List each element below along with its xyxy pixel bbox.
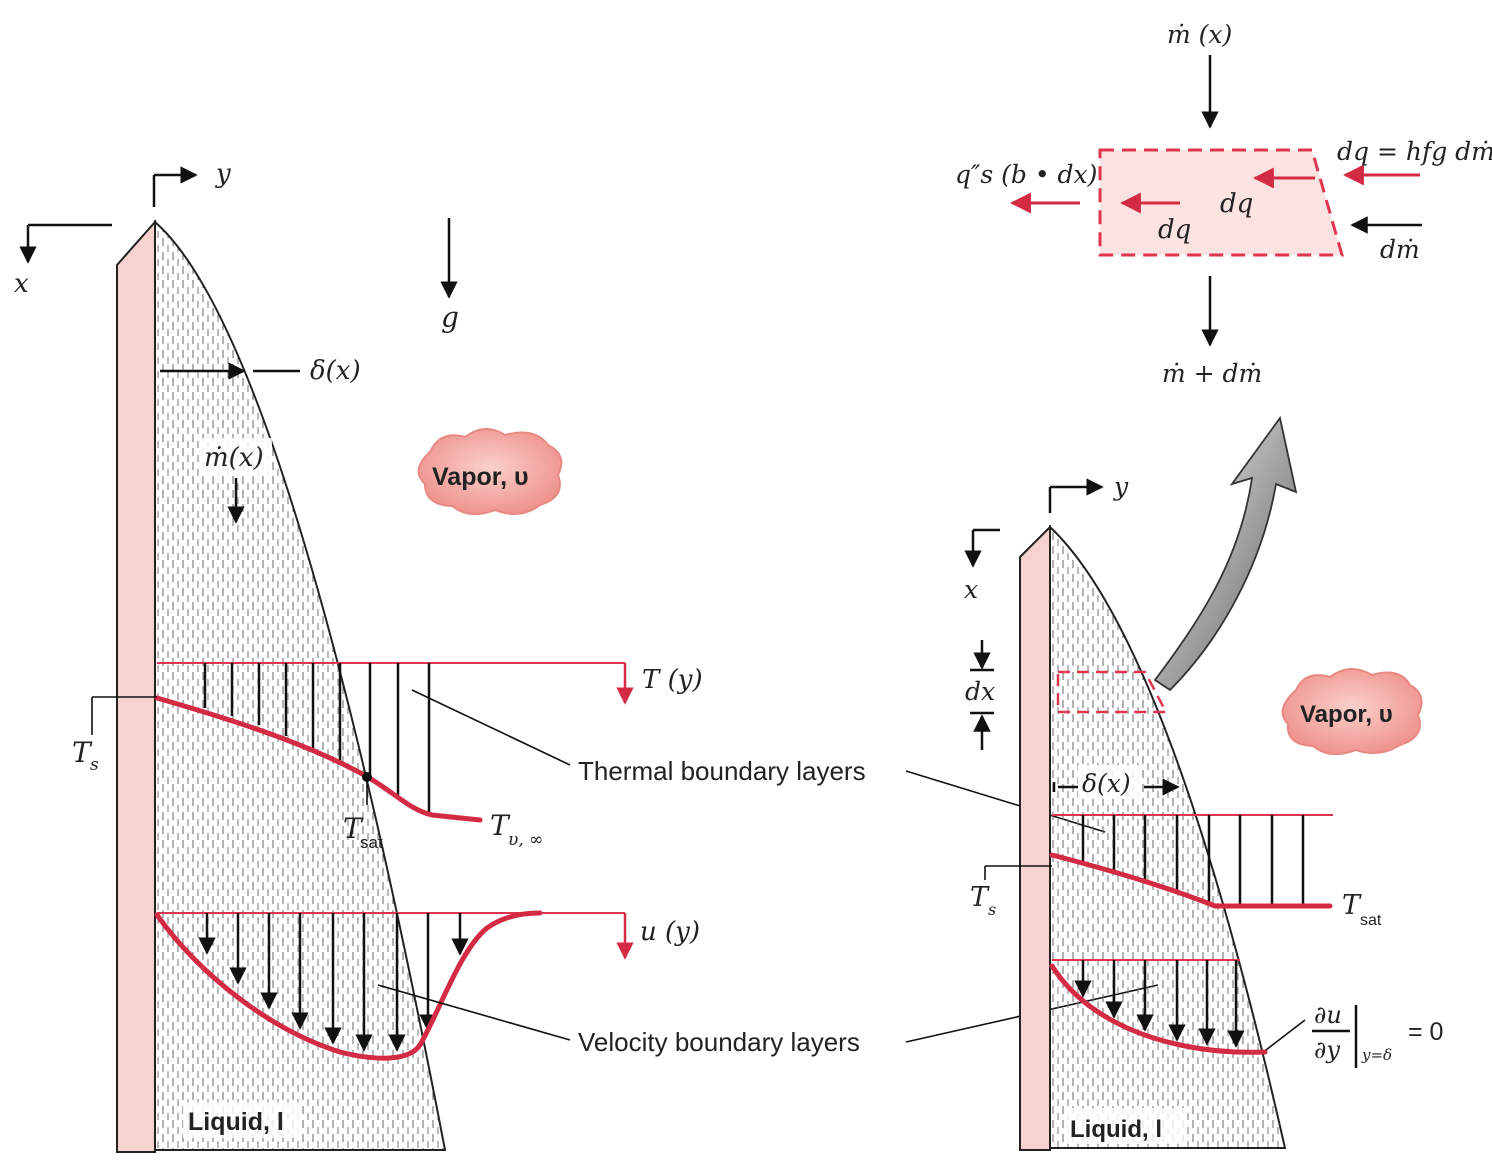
svg-text:s: s xyxy=(90,755,99,775)
cv-element xyxy=(1098,148,1344,257)
svg-text:sat: sat xyxy=(360,833,383,852)
velocity-boundary-label: Velocity boundary layers xyxy=(578,1027,860,1057)
left-velocity-arrows xyxy=(198,913,469,1052)
left-panel: y x g δ(x) ṁ(x) Vapor, υ T (y) xyxy=(14,159,703,1153)
right-liquid-film xyxy=(1049,524,1287,1149)
svg-text:= 0: = 0 xyxy=(1408,1018,1443,1046)
center-labels: Thermal boundary layers Velocity boundar… xyxy=(377,689,1159,1057)
right-delta-label: δ(x) xyxy=(1082,769,1131,798)
left-velocity-profile-curve xyxy=(154,910,543,1061)
left-surface-temp-label: T xyxy=(72,736,93,769)
right-dx-dimension-icon xyxy=(970,640,994,750)
thermal-boundary-label: Thermal boundary layers xyxy=(578,756,866,786)
right-cv-outline xyxy=(1056,670,1169,714)
right-vapor-label: Vapor, υ xyxy=(1300,701,1393,728)
svg-text:υ, ∞: υ, ∞ xyxy=(508,830,543,850)
svg-text:∂u: ∂u xyxy=(1314,1001,1342,1029)
left-liquid-label: Liquid, l xyxy=(188,1108,284,1136)
right-velocity-profile-curve xyxy=(1049,963,1268,1055)
svg-text:y=δ: y=δ xyxy=(1361,1046,1392,1064)
right-axis-y-icon xyxy=(1048,478,1104,513)
right-temp-ticks xyxy=(1081,815,1305,906)
control-volume: ṁ (x) dq dq q″s (b • dx) dq = hfg dṁ dṁ … xyxy=(955,20,1492,388)
right-temp-profile-curve xyxy=(1049,852,1333,909)
right-panel: y x dx δ(x) Vapor, υ xyxy=(964,472,1443,1151)
left-axis-y-icon xyxy=(152,166,198,207)
left-sat-temp-label: T xyxy=(343,812,364,845)
left-temp-profile-curve xyxy=(154,695,483,823)
svg-text:sat: sat xyxy=(1360,912,1382,929)
cv-dq-inner-1-label: dq xyxy=(1220,189,1253,219)
right-axis-x-icon xyxy=(964,528,1000,568)
left-temp-ticks xyxy=(203,663,431,812)
left-axis-x-icon xyxy=(19,223,112,264)
left-temp-profile-label: T (y) xyxy=(642,665,703,695)
left-velocity-profile-label: u (y) xyxy=(640,917,700,947)
right-wall xyxy=(1019,524,1051,1151)
left-vapor-label: Vapor, υ xyxy=(432,463,529,491)
cv-dm-label: dṁ xyxy=(1380,235,1420,264)
shear-condition: ∂u ∂y y=δ = 0 xyxy=(1312,1001,1443,1068)
right-surface-temp-label: T xyxy=(970,882,990,913)
left-delta-label: δ(x) xyxy=(310,356,361,386)
left-axis-x-label: x xyxy=(14,269,29,299)
right-vapor-cloud xyxy=(1281,668,1423,756)
cv-heat-out-label: q″s (b • dx) xyxy=(955,160,1097,189)
right-dx-label: dx xyxy=(965,677,995,706)
left-wall xyxy=(116,219,156,1153)
cv-dq-outer-label: dq = hfg dṁ xyxy=(1337,137,1492,166)
right-velocity-arrows xyxy=(1074,960,1245,1048)
left-axis-y-label: y xyxy=(215,159,231,189)
right-axis-y-label: y xyxy=(1113,472,1129,501)
cv-dq-inner-2-label: dq xyxy=(1158,215,1191,245)
cv-mass-out-label: ṁ + dṁ xyxy=(1162,359,1262,388)
left-mass-flow-label: ṁ(x) xyxy=(204,443,264,473)
svg-text:∂y: ∂y xyxy=(1314,1036,1340,1064)
right-sat-temp-label: T xyxy=(1342,890,1362,921)
right-axis-x-label: x xyxy=(964,575,978,604)
right-liquid-label: Liquid, l xyxy=(1070,1116,1162,1143)
gravity-label: g xyxy=(441,301,459,334)
left-vapor-cloud xyxy=(417,428,563,516)
zoom-pointer-arrow-icon xyxy=(1153,415,1298,692)
cv-mass-in-label: ṁ (x) xyxy=(1167,20,1232,49)
svg-text:s: s xyxy=(988,900,996,919)
left-vapor-temp-label: T xyxy=(490,809,511,842)
